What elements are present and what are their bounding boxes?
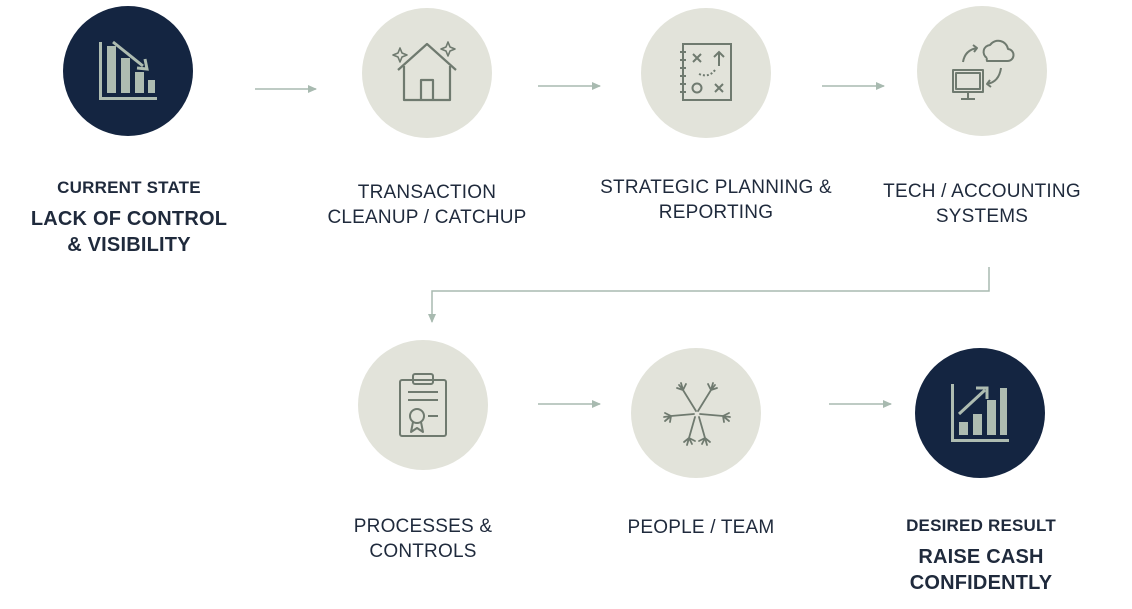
arrow-4-to-5 — [428, 267, 990, 323]
step-line: CLEANUP / CATCHUP — [327, 207, 527, 228]
strategic-planning-label: STRATEGIC PLANNING & REPORTING — [600, 175, 832, 225]
people-team-label: PEOPLE / TEAM — [628, 515, 775, 540]
step-line: STRATEGIC PLANNING & — [600, 177, 832, 198]
desired-result-label: DESIRED RESULT RAISE CASH CONFIDENTLY — [906, 514, 1056, 596]
step-line: SYSTEMS — [935, 206, 1029, 227]
step-line: PROCESSES & — [353, 516, 493, 537]
strategic-planning-circle — [641, 8, 771, 138]
tech-accounting-circle — [917, 6, 1047, 136]
house-sparkle-icon — [392, 41, 457, 102]
step-line: CONFIDENTLY — [909, 572, 1053, 594]
strategy-board-icon — [680, 43, 732, 101]
transaction-cleanup-circle — [362, 8, 492, 138]
step-line: REPORTING — [658, 202, 774, 223]
declining-chart-icon — [99, 40, 157, 100]
processes-controls-label: PROCESSES & CONTROLS — [354, 514, 492, 564]
current-state-label: CURRENT STATE LACK OF CONTROL & VISIBILI… — [31, 176, 227, 258]
growth-chart-icon — [951, 384, 1009, 442]
step-line: & VISIBILITY — [67, 234, 191, 256]
step-line: CONTROLS — [369, 541, 477, 562]
step-line: TRANSACTION — [357, 182, 497, 203]
step-line: LACK OF CONTROL — [30, 208, 228, 230]
clipboard-certificate-icon — [399, 373, 447, 437]
cloud-computer-icon — [952, 39, 1015, 100]
step-line: RAISE CASH — [918, 546, 1044, 568]
team-hands-icon — [663, 382, 731, 446]
transaction-cleanup-label: TRANSACTION CLEANUP / CATCHUP — [327, 180, 526, 230]
step-title: DESIRED RESULT — [906, 516, 1056, 535]
processes-controls-circle — [358, 340, 488, 470]
step-line: TECH / ACCOUNTING — [883, 181, 1081, 202]
tech-accounting-label: TECH / ACCOUNTING SYSTEMS — [883, 179, 1081, 229]
step-title: CURRENT STATE — [57, 178, 201, 197]
step-line: PEOPLE / TEAM — [627, 517, 775, 538]
desired-result-circle — [915, 348, 1045, 478]
current-state-circle — [63, 6, 193, 136]
people-team-circle — [631, 348, 761, 478]
